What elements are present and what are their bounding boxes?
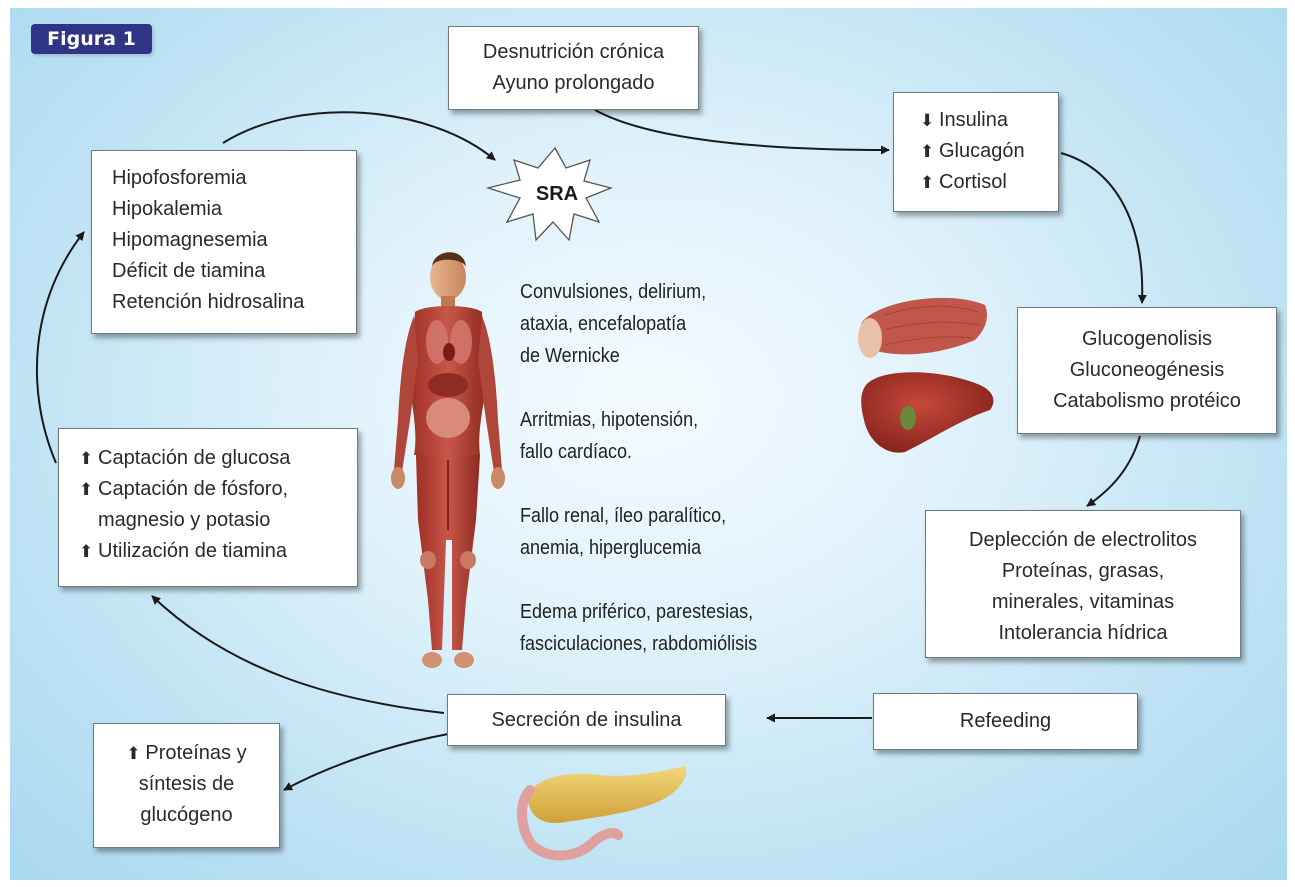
symptom-group-cardio: Arritmias, hipotensión, fallo cardíaco. [520, 404, 826, 468]
arrow-up-icon: ⬆ [920, 167, 932, 198]
arrow-hormonas-to-glucogenolisis [1061, 153, 1142, 303]
box-line: glucógeno [94, 800, 279, 831]
desnutricion-box: Desnutrición crónica Ayuno prolongado [448, 26, 699, 110]
box-line: Déficit de tiamina [112, 256, 356, 287]
arrow-secrecion-to-captacion [152, 596, 444, 713]
hormone-insulina: ⬇Insulina [920, 105, 1058, 136]
glucogenolisis-box: Glucogenolisis Gluconeogénesis Catabolis… [1017, 307, 1277, 434]
hipo-box: Hipofosforemia Hipokalemia Hipomagnesemi… [91, 150, 357, 334]
box-line: síntesis de [94, 769, 279, 800]
arrow-up-icon: ⬆ [126, 738, 138, 769]
pancreas-illustration [522, 766, 686, 856]
symptoms-list: Convulsiones, delirium, ataxia, encefalo… [520, 276, 826, 660]
arrow-up-icon: ⬆ [920, 136, 932, 167]
sra-label: SRA [522, 183, 592, 206]
hormonas-box: ⬇Insulina ⬆Glucagón ⬆Cortisol [893, 92, 1059, 212]
arrow-down-icon: ⬇ [920, 105, 932, 136]
box-line: Gluconeogénesis [1018, 355, 1276, 386]
arrow-up-icon: ⬆ [79, 474, 91, 505]
box-line: Hipokalemia [112, 194, 356, 225]
box-line: Deplección de electrolitos [926, 525, 1240, 556]
figure-badge: Figura 1 [31, 24, 152, 54]
box-line: Retención hidrosalina [112, 287, 356, 318]
box-line: Refeeding [874, 706, 1137, 737]
liver-illustration [861, 372, 993, 452]
proteinas-box: ⬆ Proteínas y síntesis de glucógeno [93, 723, 280, 848]
symptom-group-neuro: Convulsiones, delirium, ataxia, encefalo… [520, 276, 826, 372]
arrow-glucogenolisis-to-deplecion [1087, 436, 1140, 506]
muscle-illustration [858, 298, 987, 358]
symptom-group-renal: Fallo renal, íleo paralítico, anemia, hi… [520, 500, 826, 564]
captacion-box: ⬆ Captación de glucosa ⬆ Captación de fósf… [58, 428, 358, 587]
box-line: Ayuno prolongado [449, 68, 698, 99]
box-line: Hipomagnesemia [112, 225, 356, 256]
box-line: Secreción de insulina [448, 705, 725, 736]
symptom-group-neuromuscular: Edema priférico, parestesias, fasciculac… [520, 596, 826, 660]
box-line: Catabolismo protéico [1018, 386, 1276, 417]
box-line: magnesio y potasio [98, 509, 270, 531]
box-line: Desnutrición crónica [449, 37, 698, 68]
box-line: Proteínas, grasas, [926, 556, 1240, 587]
hormone-cortisol: ⬆Cortisol [920, 167, 1058, 198]
box-line: Captación de glucosa [98, 447, 290, 469]
secrecion-insulina-box: Secreción de insulina [447, 694, 726, 746]
arrow-up-icon: ⬆ [79, 536, 91, 567]
box-line: Proteínas y [145, 742, 246, 764]
box-line: minerales, vitaminas [926, 587, 1240, 618]
box-line: Hipofosforemia [112, 163, 356, 194]
box-line: Captación de fósforo, [98, 478, 288, 500]
box-line: Intolerancia hídrica [926, 618, 1240, 649]
arrow-up-icon: ⬆ [79, 443, 91, 474]
arrow-secrecion-to-proteinas [284, 734, 448, 790]
box-line: Glucogenolisis [1018, 324, 1276, 355]
arrow-desnutricion-to-hormonas [595, 110, 889, 150]
refeeding-box: Refeeding [873, 693, 1138, 750]
box-line: Utilización de tiamina [98, 540, 287, 562]
deplecion-box: Deplección de electrolitos Proteínas, gr… [925, 510, 1241, 658]
hormone-glucagon: ⬆Glucagón [920, 136, 1058, 167]
human-anatomy-figure [391, 252, 505, 668]
